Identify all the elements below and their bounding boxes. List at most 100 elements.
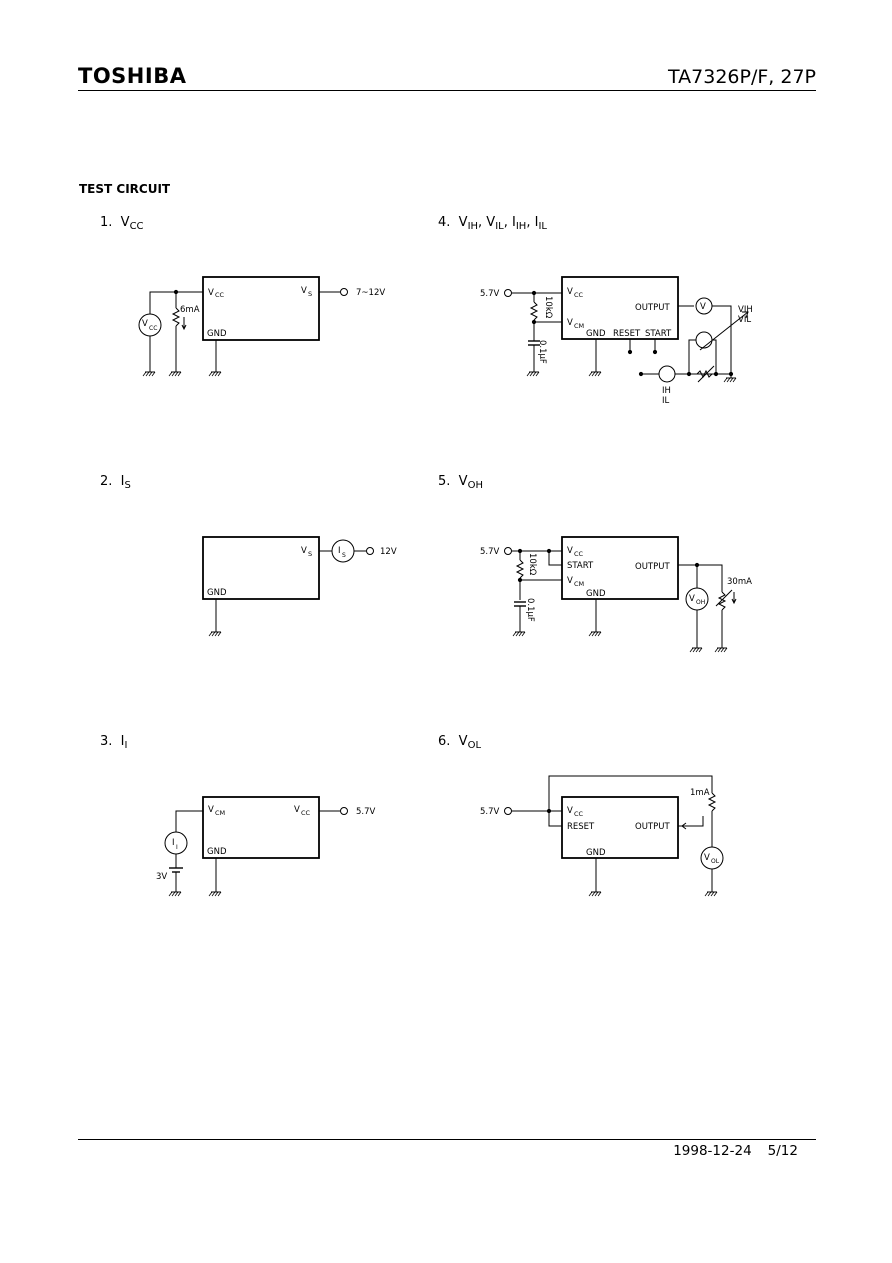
circuit-3-title-sub: I — [124, 740, 128, 751]
footer-date: 1998-12-24 — [673, 1143, 752, 1159]
c1-pin-vcc: V — [208, 288, 214, 298]
c1-pin-gnd: GND — [207, 329, 227, 339]
c4-meter-v-label: V — [700, 302, 706, 312]
circuit-3-title: 3. II — [100, 734, 127, 751]
c5-pin-vcc: V — [567, 546, 573, 556]
c5-pin-vcm-sub: CM — [574, 580, 584, 588]
header-rule — [78, 90, 816, 91]
c2-pin-vs-sub: S — [308, 550, 312, 558]
c3-pin-vcc: V — [294, 805, 300, 815]
c2-meter-sub: S — [342, 552, 346, 559]
circuit-5-title: 5. VOH — [438, 474, 483, 491]
c4-pin-reset: RESET — [613, 329, 641, 339]
c2-meter-label: I — [338, 546, 341, 556]
c5-pin-vcm: V — [567, 576, 573, 586]
circuit-4-sub-1: IH — [467, 221, 479, 232]
circuit-4-number: 4. — [438, 215, 451, 230]
c4-ih-label: IH — [662, 386, 671, 396]
c5-meter-label: V — [689, 594, 695, 604]
circuit-4-sub-2: IL — [495, 221, 504, 232]
circuit-5-title-sub: OH — [467, 480, 483, 491]
c2-pin-gnd: GND — [207, 588, 227, 598]
brand-logo: TOSHIBA — [78, 64, 187, 88]
c1-pin-vs-sub: S — [308, 290, 312, 298]
circuit-1-title-main: V — [120, 215, 130, 230]
circuit-4-sep-2: , I — [503, 215, 516, 230]
c3-pin-vcc-sub: CC — [301, 809, 311, 817]
c4-pin-vcm-sub: CM — [574, 322, 584, 330]
circuit-3-number: 3. — [100, 734, 113, 749]
circuit-5-schematic: V CC START V CM OUTPUT GND 5.7V 10kΩ — [480, 536, 752, 653]
c6-meter-label: V — [704, 853, 710, 863]
c4-pin-vcc-sub: CC — [574, 291, 584, 299]
c6-pin-output: OUTPUT — [635, 822, 670, 832]
circuit-4-title: 4. VIH, VIL, IIH, IIL — [438, 215, 547, 232]
c5-pin-output: OUTPUT — [635, 562, 670, 572]
c5-pin-gnd: GND — [586, 589, 606, 599]
c4-pin-output: OUTPUT — [635, 303, 670, 313]
circuit-2-title-sub: S — [124, 480, 131, 491]
footer-page: 5/12 — [767, 1143, 798, 1159]
footer: 1998-12-24 5/12 — [657, 1143, 798, 1159]
circuit-2-schematic: V S GND I S 12V — [202, 536, 397, 637]
c5-supply-label: 5.7V — [480, 547, 500, 557]
circuit-2-title-main: I — [120, 474, 125, 489]
c4-capacitor-label: 0.1μF — [537, 340, 547, 364]
section-title: TEST CIRCUIT — [79, 182, 171, 196]
c4-supply-label: 5.7V — [480, 289, 500, 299]
footer-rule — [78, 1139, 816, 1140]
circuit-6-title-main: V — [458, 734, 468, 749]
c1-meter-sub: CC — [149, 325, 157, 332]
circuit-3-title-main: I — [120, 734, 125, 749]
c6-pin-gnd: GND — [586, 848, 606, 858]
c3-pin-vcm: V — [208, 805, 214, 815]
c3-battery-label: 3V — [156, 872, 167, 882]
circuit-6-title: 6. VOL — [438, 734, 481, 751]
c6-supply-label: 5.7V — [480, 807, 500, 817]
circuit-2-number: 2. — [100, 474, 113, 489]
circuit-4-sep-3: , I — [526, 215, 539, 230]
circuit-3-schematic: V CM V CC GND 5.7V I I 3V — [156, 796, 376, 897]
c6-pin-vcc: V — [567, 806, 573, 816]
c5-pin-start: START — [567, 561, 594, 571]
c5-meter-sub: OH — [696, 599, 705, 606]
circuit-6-schematic: V CC RESET OUTPUT GND 5.7V 1mA V OL — [480, 775, 724, 897]
c6-pin-reset: RESET — [567, 822, 595, 832]
part-number: TA7326P/F, 27P — [668, 66, 816, 88]
c1-current-label: 6mA — [180, 305, 200, 315]
c4-resistor-label: 10kΩ — [543, 296, 553, 319]
circuit-2-title: 2. IS — [100, 474, 131, 491]
c2-supply-label: 12V — [380, 547, 397, 557]
circuit-4-title-main: V — [458, 215, 468, 230]
c4-pin-vcm: V — [567, 318, 573, 328]
c3-supply-label: 5.7V — [356, 807, 376, 817]
c6-current-label: 1mA — [690, 788, 710, 798]
c6-pin-vcc-sub: CC — [574, 810, 584, 818]
c2-pin-vs: V — [301, 546, 307, 556]
circuit-1-title: 1. VCC — [100, 215, 144, 232]
c4-vih-label: VIH — [738, 305, 753, 315]
c1-meter-label: V — [142, 319, 148, 329]
circuit-1-number: 1. — [100, 215, 113, 230]
c3-pin-gnd: GND — [207, 847, 227, 857]
c3-meter-sub: I — [176, 844, 178, 851]
c5-current-label: 30mA — [727, 577, 752, 587]
c4-pin-start: START — [645, 329, 672, 339]
c1-pin-vs: V — [301, 286, 307, 296]
circuit-1-title-sub: CC — [129, 221, 144, 232]
c1-pin-vcc-sub: CC — [215, 291, 225, 299]
c4-pin-vcc: V — [567, 287, 573, 297]
c4-il-label: IL — [662, 396, 670, 406]
circuit-4-sub-3: IH — [515, 221, 527, 232]
circuit-4-sep-1: , V — [478, 215, 496, 230]
c5-capacitor-label: 0.1μF — [525, 598, 535, 622]
circuit-4-sub-4: IL — [538, 221, 547, 232]
circuit-4-schematic: V CC V CM OUTPUT GND RESET START 5.7V 10… — [480, 276, 753, 406]
c4-vil-label: VIL — [738, 315, 751, 325]
circuit-5-number: 5. — [438, 474, 451, 489]
circuit-5-title-main: V — [458, 474, 468, 489]
c5-resistor-label: 10kΩ — [527, 553, 537, 576]
c6-meter-sub: OL — [711, 858, 720, 865]
